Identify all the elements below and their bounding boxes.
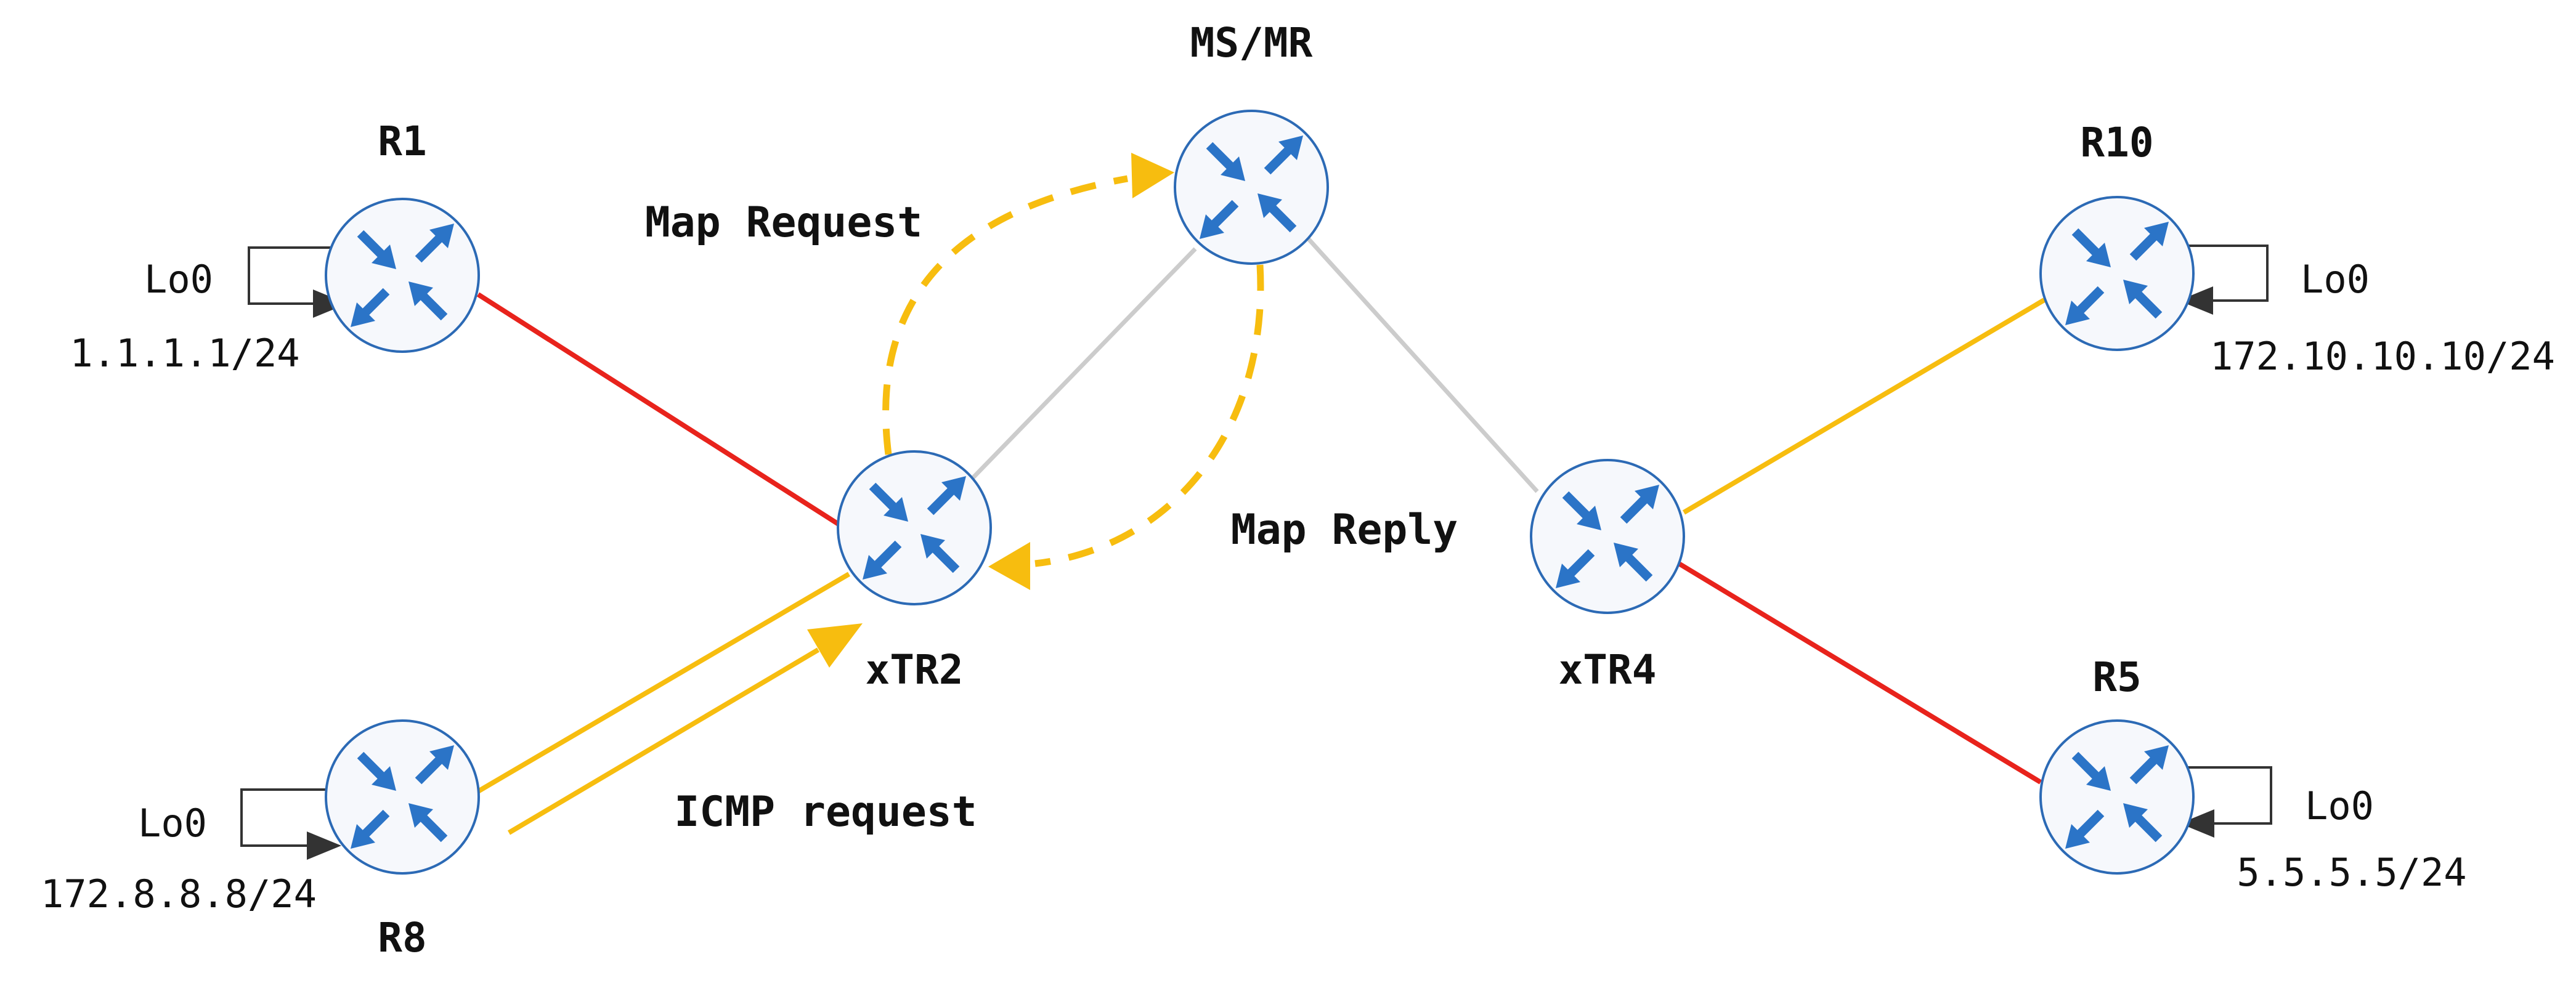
router-r5-icon	[2041, 721, 2193, 873]
loopback-name-r8: Lo0	[138, 801, 207, 846]
message-labels: Map Request Map Reply ICMP request	[645, 198, 1458, 836]
label-xtr4: xTR4	[1559, 646, 1657, 694]
map-request-arrow	[882, 175, 1128, 455]
link-xtr4-r5	[1674, 559, 2042, 785]
label-r1: R1	[378, 118, 426, 165]
loopback-r8	[240, 788, 341, 860]
label-r5: R5	[2092, 653, 2141, 701]
icmp-request-arrow	[507, 647, 820, 835]
label-xtr2: xTR2	[866, 646, 964, 694]
loopback-name-r10: Lo0	[2301, 257, 2370, 302]
address-r8: 172.8.8.8/24	[41, 872, 317, 916]
router-labels: R1 R8 xTR2 MS/MR xTR4 R10 R5	[378, 19, 2153, 961]
router-xtr4-icon	[1531, 460, 1684, 613]
label-msmr: MS/MR	[1190, 19, 1313, 67]
router-msmr-icon	[1175, 111, 1328, 264]
link-r8-xtr2	[475, 572, 851, 795]
interface-labels: Lo0 1.1.1.1/24 Lo0 172.8.8.8/24 Lo0 172.…	[41, 257, 2555, 916]
icmp-request-label: ICMP request	[674, 788, 977, 836]
loopback-r5	[2180, 766, 2272, 838]
loopback-r10	[2179, 245, 2269, 315]
address-r5: 5.5.5.5/24	[2237, 850, 2466, 895]
label-r8: R8	[378, 914, 426, 961]
map-reply-arrow	[1034, 264, 1264, 567]
loopback-name-r5: Lo0	[2305, 783, 2374, 828]
router-r10-icon	[2041, 197, 2193, 350]
routers	[326, 111, 2193, 873]
router-r1-icon	[326, 199, 479, 352]
link-xtr4-r10	[1682, 297, 2046, 515]
map-reply-arrowhead	[988, 542, 1030, 590]
link-r1-xtr2	[476, 292, 842, 528]
map-request-arrowhead	[1131, 153, 1174, 198]
link-xtr2-msmr	[969, 247, 1197, 482]
icmp-request-arrowhead	[807, 623, 863, 668]
router-r8-icon	[326, 721, 479, 873]
flows	[507, 153, 1264, 835]
map-request-label: Map Request	[645, 198, 922, 247]
address-r1: 1.1.1.1/24	[70, 331, 299, 376]
link-msmr-xtr4	[1306, 236, 1539, 493]
links	[475, 236, 2046, 795]
label-r10: R10	[2080, 119, 2153, 166]
router-xtr2-icon	[838, 451, 991, 604]
map-reply-label: Map Reply	[1231, 506, 1458, 554]
address-r10: 172.10.10.10/24	[2210, 334, 2555, 379]
loopback-name-r1: Lo0	[144, 257, 213, 302]
